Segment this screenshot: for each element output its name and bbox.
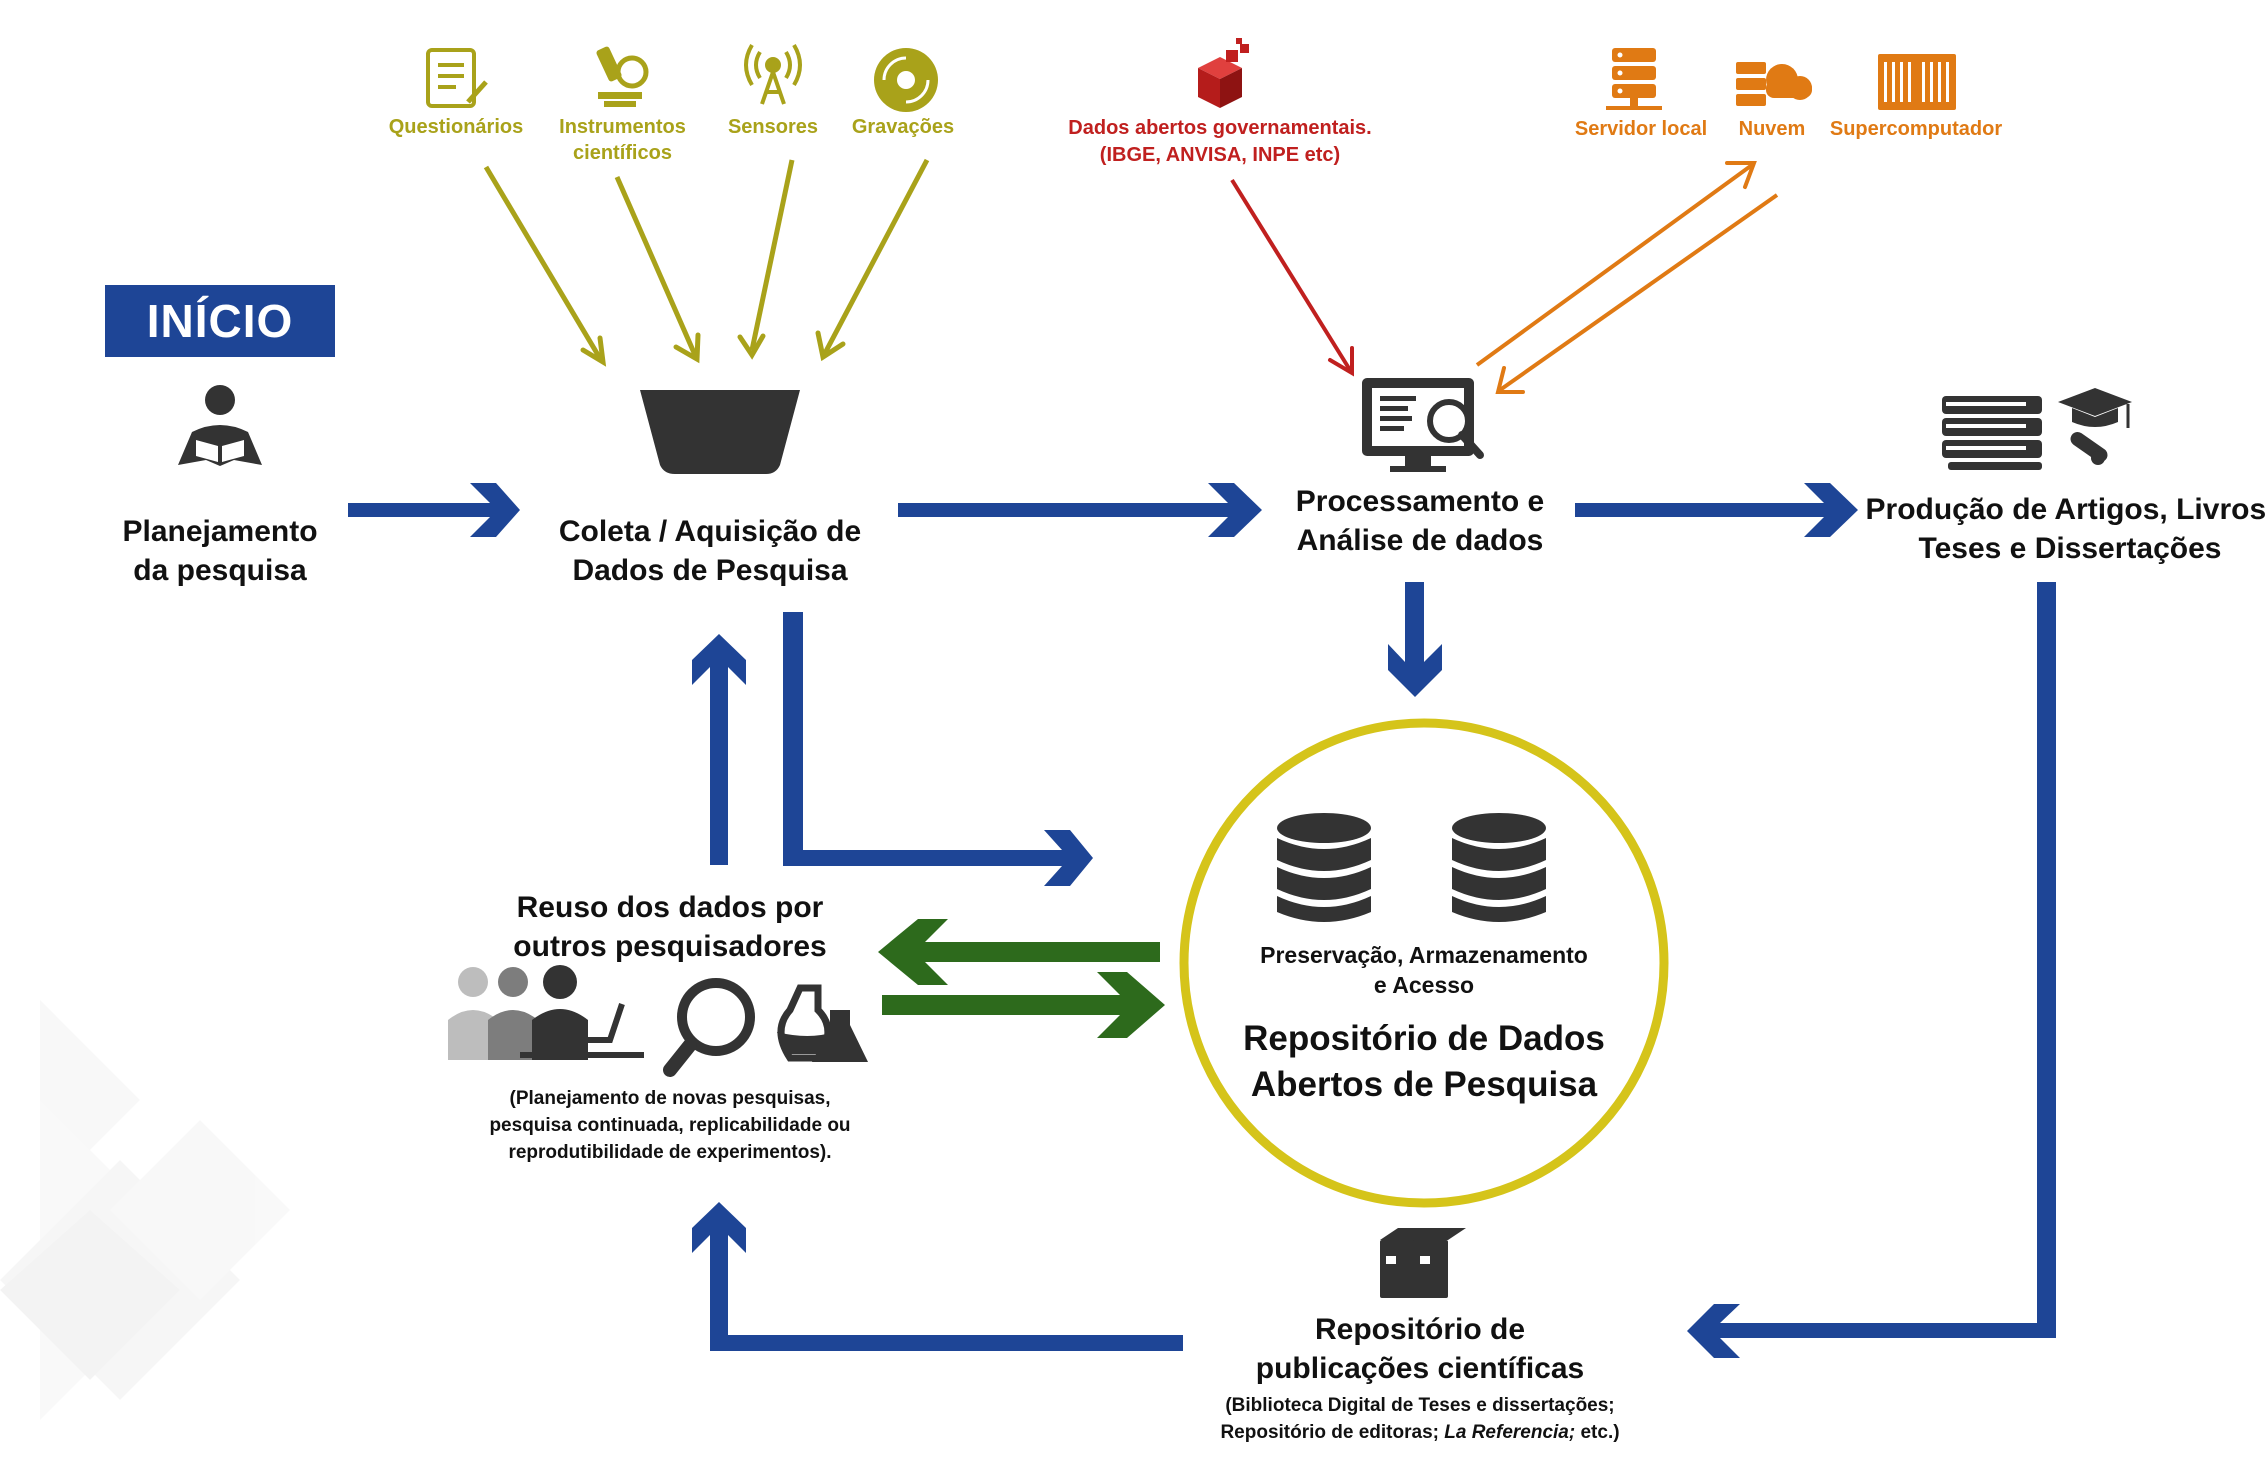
database-icon xyxy=(1452,813,1546,922)
source-recordings: Gravações xyxy=(851,116,955,138)
reader-icon xyxy=(178,385,262,466)
source-sensors: Sensores xyxy=(727,116,819,138)
collection-label: Coleta / Aquisição de Dados de Pesquisa xyxy=(558,515,862,587)
server-icon xyxy=(1606,48,1662,110)
arrow-pubrepo-to-reuse xyxy=(692,1202,1183,1351)
data-repository-subtitle: Preservação, Armazenamento e Acesso xyxy=(1260,942,1588,998)
open-data-arrow xyxy=(1230,178,1354,377)
production-label: Produção de Artigos, Livros, Teses e Dis… xyxy=(1865,493,2267,565)
arrow-reuse-to-repository xyxy=(882,972,1165,1038)
questionnaire-arrow xyxy=(483,165,604,362)
database-icon xyxy=(1277,813,1371,922)
microscope-icon xyxy=(596,46,649,107)
researchers-icon xyxy=(448,965,644,1060)
cloud-server-icon xyxy=(1736,62,1812,106)
main-flow-arrows xyxy=(348,483,2056,1358)
questionnaire-icon xyxy=(426,48,488,108)
processing-label: Processamento e Análise de dados xyxy=(1295,485,1545,557)
data-repository-title: Repositório de Dados Abertos de Pesquisa xyxy=(1243,1019,1605,1104)
collection-bowl-icon xyxy=(640,390,800,474)
supercomputer-icon xyxy=(1878,54,1956,110)
data-cube-icon xyxy=(1198,38,1249,108)
collection-source-arrows xyxy=(483,158,930,367)
publication-repository-note: (Biblioteca Digital de Teses e dissertaç… xyxy=(1220,1395,1620,1443)
monitor-analysis-icon xyxy=(1362,378,1484,472)
computing-cloud: Nuvem xyxy=(1738,118,1806,140)
start-badge: INÍCIO xyxy=(105,285,335,357)
arrow-production-down-to-pubrepo xyxy=(1687,582,2056,1358)
computing-arrows xyxy=(1475,161,1779,394)
reuse-note: (Planejamento de novas pesquisas, pesqui… xyxy=(489,1088,851,1163)
source-open-government-data: Dados abertos governamentais. (IBGE, ANV… xyxy=(1068,117,1372,166)
sensors-arrow xyxy=(749,159,795,351)
reuse-repository-arrows xyxy=(878,919,1165,1038)
lab-flasks-icon xyxy=(777,984,868,1062)
books-icon xyxy=(1942,396,2042,470)
computing-supercomputer: Supercomputador xyxy=(1829,118,2003,140)
source-questionnaires: Questionários xyxy=(388,116,524,138)
planning-label: Planejamento da pesquisa xyxy=(122,515,318,587)
magnifier-icon xyxy=(663,978,755,1077)
arrow-collection-down-to-repository xyxy=(783,612,1093,886)
archive-boxes-icon xyxy=(1380,1228,1466,1298)
publication-repository-label: Repositório de publicações científicas xyxy=(1255,1313,1585,1385)
computing-local-server: Servidor local xyxy=(1574,118,1708,140)
arrow-planning-to-collection xyxy=(348,483,520,537)
arrow-collection-to-processing xyxy=(898,483,1262,537)
arrow-processing-to-production xyxy=(1575,483,1858,537)
background-pattern xyxy=(0,1000,290,1420)
disc-icon xyxy=(874,48,938,112)
instruments-arrow xyxy=(614,175,698,357)
arrow-processing-to-repository xyxy=(1388,582,1442,697)
source-scientific-instruments: Instrumentos científicos xyxy=(559,116,686,164)
arrow-repository-to-reuse xyxy=(878,919,1160,985)
antenna-icon xyxy=(744,43,802,105)
reuse-label: Reuso dos dados por outros pesquisadores xyxy=(513,891,827,963)
arrow-reuse-up-to-collection xyxy=(692,634,746,865)
recordings-arrow xyxy=(821,158,930,357)
graduation-cap-icon xyxy=(2058,388,2132,465)
